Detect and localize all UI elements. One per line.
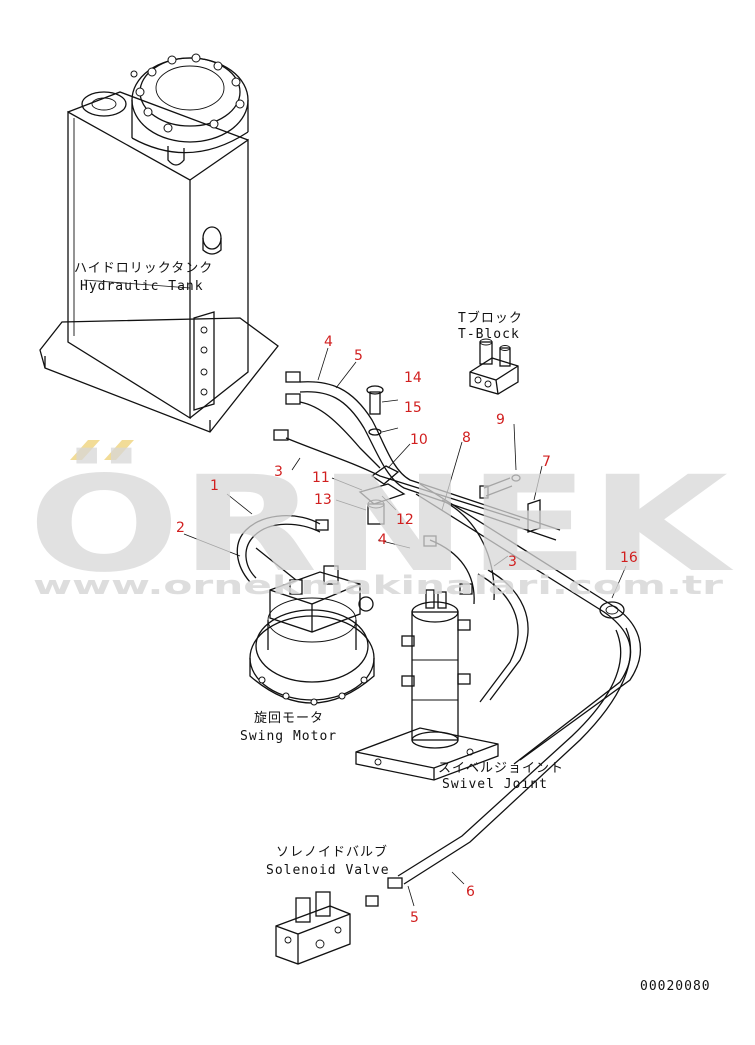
hose-lines (236, 371, 642, 907)
swing-motor (249, 565, 375, 706)
callout-15: 15 (404, 400, 422, 416)
swing-motor-label-en: Swing Motor (240, 729, 337, 744)
component-labels: ハイドロリックタンク Hydraulic Tank Tブロック T-Block … (74, 261, 564, 878)
hydraulic-tank (39, 53, 279, 433)
swivel-joint (355, 589, 499, 781)
flange-bolts (130, 53, 245, 133)
callout-13: 13 (314, 492, 332, 508)
callout-numbers: 1 2 3 3 4 4 5 5 6 7 8 9 10 11 12 13 14 1… (176, 334, 638, 926)
t-block-label-en: T-Block (458, 327, 520, 342)
hydraulic-tank-label-jp: ハイドロリックタンク (74, 261, 213, 276)
callout-5b: 5 (410, 910, 419, 926)
watermark-accent-mark (70, 440, 134, 460)
solenoid-valve (275, 891, 351, 965)
hydraulic-tank-label-en: Hydraulic Tank (80, 279, 204, 294)
leader-lines (83, 279, 627, 907)
callout-11: 11 (312, 470, 330, 486)
t-block (469, 338, 519, 395)
watermark-url: www.ornekmakinalari.com.tr (33, 571, 723, 601)
swivel-joint-label-jp: スイベルジョイント (438, 761, 564, 776)
callout-8: 8 (462, 430, 471, 446)
callout-6: 6 (466, 884, 475, 900)
watermark-brand: ÖRNEK (28, 448, 734, 602)
callout-1: 1 (210, 478, 219, 494)
callout-7: 7 (542, 454, 551, 470)
callout-10: 10 (410, 432, 428, 448)
watermark: ÖRNEK www.ornekmakinalari.com.tr (28, 440, 734, 602)
callout-2: 2 (176, 520, 185, 536)
callout-3a: 3 (274, 464, 283, 480)
callout-16: 16 (620, 550, 638, 566)
callout-4b: 4 (378, 532, 387, 548)
callout-4a: 4 (324, 334, 333, 350)
callout-5a: 5 (354, 348, 363, 364)
callout-9: 9 (496, 412, 505, 428)
swing-motor-label-jp: 旋回モータ (254, 711, 324, 726)
callout-14: 14 (404, 370, 422, 386)
swivel-joint-label-en: Swivel Joint (442, 777, 548, 792)
callout-3b: 3 (508, 554, 517, 570)
drawing-number: 00020080 (640, 979, 711, 994)
solenoid-valve-label-en: Solenoid Valve (266, 863, 390, 878)
t-block-label-jp: Tブロック (458, 310, 523, 326)
callout-12: 12 (396, 512, 414, 528)
solenoid-valve-label-jp: ソレノイドバルブ (276, 844, 388, 860)
